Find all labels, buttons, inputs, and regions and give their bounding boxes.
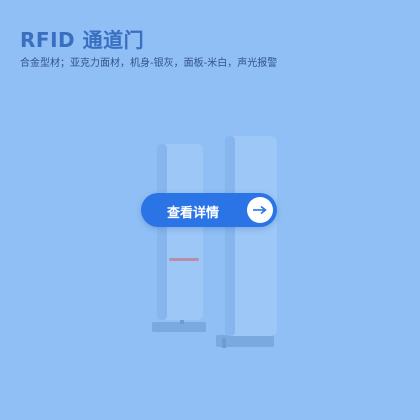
product-title: RFID 通道门 xyxy=(20,28,145,52)
left-gate-pillar xyxy=(152,144,206,332)
view-details-button[interactable]: 查看详情 xyxy=(141,193,277,227)
right-gate-pillar xyxy=(216,136,277,348)
view-details-label: 查看详情 xyxy=(167,206,220,221)
arrow-right-icon xyxy=(247,197,273,223)
product-subtitle: 合金型材；亚克力面材，机身-银灰，面板-米白，声光报警 xyxy=(20,58,278,69)
